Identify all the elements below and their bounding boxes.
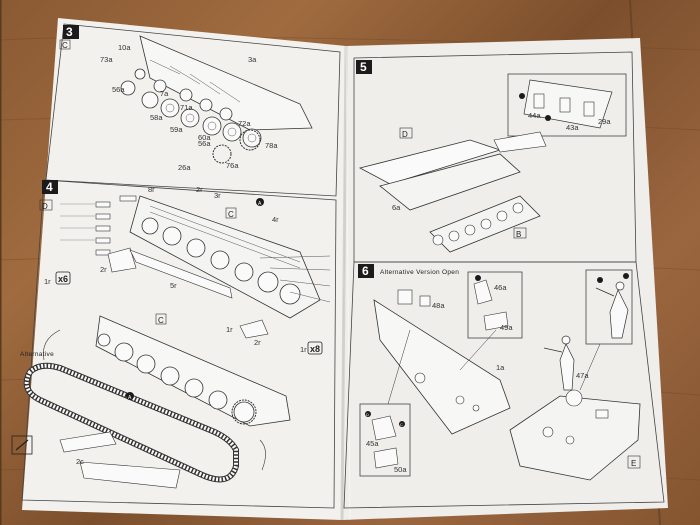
step-6-circle-c: C (400, 422, 403, 427)
step-5-number: 5 (360, 60, 367, 74)
step-4-label-5r: 5r (170, 281, 177, 290)
step-4-alternative-label: Alternative (20, 351, 54, 358)
step-4-multiplier-x6: x6 (58, 274, 68, 284)
step-3-label-73a: 73a (100, 55, 113, 64)
step-3-label-3a: 3a (248, 55, 257, 64)
step-3-panel: 3 C 10a 3a 73a 56a 7a 59a 58a 71a 72a 56… (45, 23, 341, 197)
step-6-label-46a: 46a (494, 283, 507, 292)
step-5-label-44a: 44a (528, 111, 541, 120)
step-4-label-2c: 2c (76, 457, 84, 466)
step-6-label-47a: 47a (576, 371, 589, 380)
step-4-label-1r-3: 1r (300, 345, 307, 354)
step-6-label-1a: 1a (496, 363, 505, 372)
step-3-label-58a: 58a (150, 113, 163, 122)
step-3-label-78a: 78a (265, 141, 278, 150)
step-6-label-45a: 45a (366, 439, 379, 448)
step-5-box-b: B (516, 230, 521, 239)
step-3-label-72a: 72a (238, 119, 251, 128)
step-6-label-48a: 48a (432, 301, 445, 310)
step-4-circle-a: A (258, 201, 262, 207)
step-3-label-10a: 10a (118, 43, 131, 52)
step-3-label-60a: 60a (198, 133, 211, 142)
step-4-number: 4 (46, 180, 53, 194)
step-5-panel: 5 44a 43a 29a D 6a B (353, 51, 637, 263)
step-4-badge (42, 180, 58, 194)
step-4-circle-a-lower: A (128, 395, 132, 401)
step-3-label-59a: 59a (170, 125, 183, 134)
step-5-label-29a: 29a (598, 117, 611, 126)
step-3-number: 3 (66, 25, 73, 39)
step-4-panel: 4 D C A 8r 2r 3r 4r 1 (11, 179, 337, 509)
step-3-label-71a: 71a (180, 103, 193, 112)
step-3-frame-label: C (62, 41, 68, 50)
step-4-multiplier-x8: x8 (310, 344, 320, 354)
step-4-label-3r: 3r (214, 191, 221, 200)
step-3-badge (63, 25, 79, 39)
step-6-badge (358, 264, 374, 278)
step-6-subtitle: Alternative Version Open (380, 269, 459, 276)
step-6-label-50a: 50a (394, 465, 407, 474)
step-5-frame-label: D (402, 130, 408, 139)
step-4-box-c: C (228, 210, 234, 219)
step-5-label-6a: 6a (392, 203, 401, 212)
step-6-circle-d: D (366, 412, 369, 417)
step-6-label-49a: 49a (500, 323, 513, 332)
step-4-label-1r-1: 1r (44, 277, 51, 286)
step-6-number: 6 (362, 264, 369, 278)
step-5-badge (356, 60, 372, 74)
step-3-label-7a: 7a (160, 89, 169, 98)
step-4-box-c-lower: C (158, 316, 164, 325)
step-6-box-e: E (631, 459, 636, 468)
step-3-label-26a: 26a (178, 163, 191, 172)
step-3-label-76a: 76a (226, 161, 239, 170)
step-5-label-43a: 43a (566, 123, 579, 132)
step-3-label-56a-1: 56a (112, 85, 125, 94)
step-4-label-2r-3: 2r (254, 338, 261, 347)
step-4-frame-label: D (42, 202, 48, 211)
step-6-panel: 6 Alternative Version Open 46a 49a 48a 1… (343, 261, 665, 509)
step-4-label-2r-1: 2r (196, 185, 203, 194)
step-4-label-8r: 8r (148, 185, 155, 194)
step-4-label-4r: 4r (272, 215, 279, 224)
step-4-label-1r-2: 1r (226, 325, 233, 334)
step-3-label-56a-2: 56a (198, 139, 211, 148)
step-4-label-2r-2: 2r (100, 265, 107, 274)
